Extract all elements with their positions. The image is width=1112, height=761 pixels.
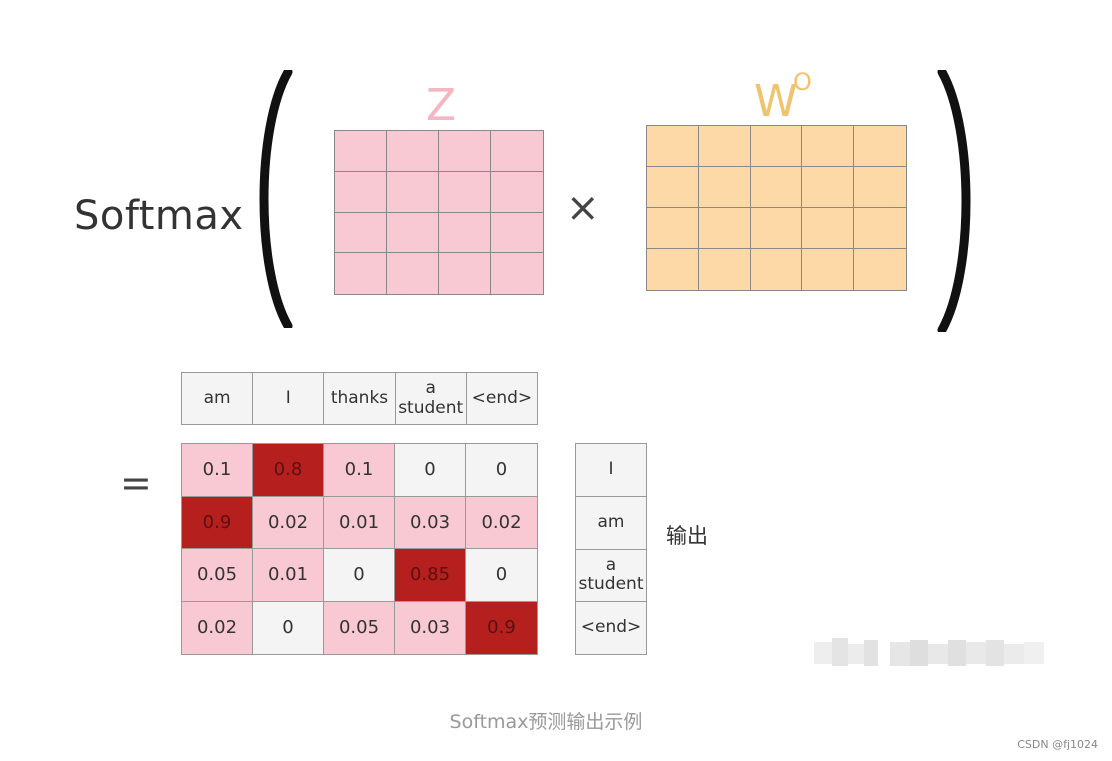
matrix-w-cell — [750, 126, 803, 167]
matrix-w-cell — [647, 249, 699, 290]
matrix-w-title: W — [754, 76, 798, 127]
matrix-z-cell — [439, 253, 491, 294]
vocabulary-cell: <end> — [466, 373, 538, 424]
matrix-z-cell — [491, 171, 543, 213]
matrix-z-cell — [387, 253, 439, 294]
probability-cell: 0.8 — [253, 444, 324, 497]
output-cell: am — [576, 496, 646, 550]
output-cell: I — [576, 444, 646, 497]
probability-cell: 0 — [324, 549, 395, 602]
matrix-z-cell — [491, 212, 543, 254]
probability-cell: 0.02 — [182, 601, 253, 654]
matrix-w-cell — [647, 208, 699, 249]
matrix-w-cell — [854, 249, 906, 290]
vocabulary-cell: a student — [395, 373, 467, 424]
matrix-z — [334, 130, 544, 295]
probability-cell: 0.01 — [324, 496, 395, 549]
matrix-w-cell — [698, 126, 751, 167]
probability-cell: 0.02 — [466, 496, 537, 549]
matrix-z-cell — [491, 131, 543, 172]
matrix-w-cell — [854, 126, 906, 167]
probability-cell: 0.03 — [395, 601, 466, 654]
matrix-z-cell — [387, 212, 439, 254]
output-label: 输出 — [666, 524, 708, 548]
matrix-w — [646, 125, 907, 291]
probability-cell: 0.85 — [395, 549, 466, 602]
source-credit: CSDN @fj1024 — [1017, 738, 1098, 751]
probability-cell: 0.1 — [182, 444, 253, 497]
matrix-w-cell — [802, 208, 855, 249]
matrix-w-cell — [750, 249, 803, 290]
left-parenthesis — [250, 70, 296, 328]
probability-cell: 0.9 — [182, 496, 253, 549]
probability-cell: 0.1 — [324, 444, 395, 497]
matrix-z-cell — [439, 171, 491, 213]
matrix-z-cell — [491, 253, 543, 294]
probability-cell: 0.05 — [182, 549, 253, 602]
matrix-z-cell — [439, 131, 491, 172]
matrix-w-cell — [750, 167, 803, 208]
matrix-z-cell — [335, 212, 387, 254]
vocabulary-cell: thanks — [324, 373, 396, 424]
probability-cell: 0.9 — [466, 601, 537, 654]
matrix-w-cell — [647, 167, 699, 208]
matrix-w-superscript: O — [793, 68, 812, 96]
probability-cell: 0 — [466, 444, 537, 497]
vocabulary-cell: I — [253, 373, 325, 424]
probability-cell: 0 — [395, 444, 466, 497]
probability-cell: 0 — [253, 601, 324, 654]
matrix-z-cell — [439, 212, 491, 254]
vocabulary-cell: am — [182, 373, 254, 424]
matrix-w-cell — [854, 208, 906, 249]
matrix-w-cell — [802, 167, 855, 208]
matrix-w-cell — [698, 208, 751, 249]
multiply-operator: × — [566, 185, 600, 231]
matrix-w-cell — [647, 126, 699, 167]
matrix-z-title: Z — [426, 80, 457, 131]
probability-cell: 0.03 — [395, 496, 466, 549]
matrix-z-cell — [335, 171, 387, 213]
output-cell: <end> — [576, 602, 646, 654]
right-parenthesis — [934, 70, 980, 332]
probability-cell: 0 — [466, 549, 537, 602]
matrix-w-cell — [802, 249, 855, 290]
matrix-w-cell — [698, 249, 751, 290]
equals-sign: = — [120, 461, 152, 505]
blurred-watermark — [814, 636, 1046, 670]
probability-cell: 0.01 — [253, 549, 324, 602]
matrix-w-cell — [802, 126, 855, 167]
output-cell: a student — [576, 549, 646, 603]
matrix-z-cell — [387, 171, 439, 213]
matrix-z-cell — [335, 131, 387, 172]
figure-caption: Softmax预测输出示例 — [449, 711, 643, 733]
probability-cell: 0.05 — [324, 601, 395, 654]
matrix-w-cell — [750, 208, 803, 249]
probability-cell: 0.02 — [253, 496, 324, 549]
matrix-z-cell — [335, 253, 387, 294]
matrix-w-cell — [854, 167, 906, 208]
softmax-label: Softmax — [74, 193, 244, 239]
matrix-w-cell — [698, 167, 751, 208]
matrix-z-cell — [387, 131, 439, 172]
